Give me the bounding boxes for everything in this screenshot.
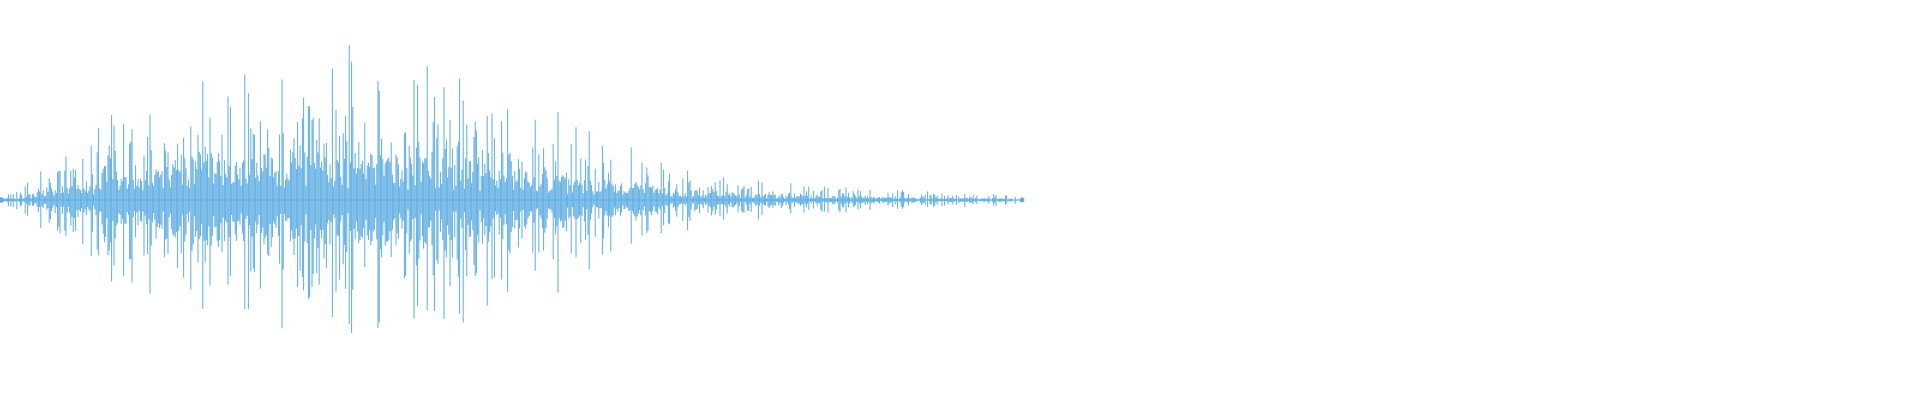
waveform-end-marker (1019, 197, 1025, 203)
waveform-start-marker (0, 197, 5, 203)
waveform-samples (0, 45, 1025, 333)
